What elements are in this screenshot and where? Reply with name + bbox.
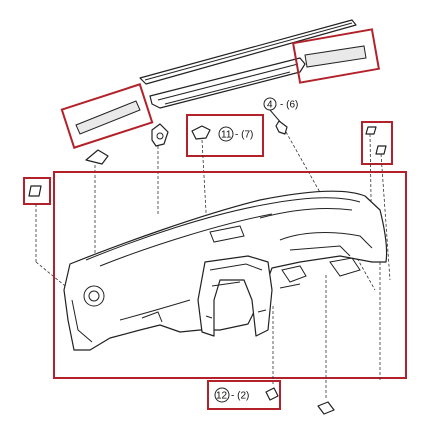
side-bracket	[151, 123, 169, 215]
callout-12: 12 - (2)	[214, 387, 279, 403]
highlight-left-clip[interactable]	[23, 177, 51, 205]
bolt-icon	[275, 120, 288, 135]
highlight-callout-11[interactable]	[186, 114, 264, 157]
screw-icon	[265, 387, 279, 401]
right-defroster-pad	[304, 45, 367, 68]
highlight-callout-12[interactable]	[207, 380, 281, 410]
callout-4-number: 4	[267, 100, 273, 111]
right-brace	[279, 257, 361, 289]
callout-11-circle	[218, 126, 234, 142]
defroster-garnish-strip	[139, 19, 357, 85]
left-defroster-pad	[75, 100, 141, 135]
callout-11-qty: - (7)	[235, 130, 253, 141]
center-support-frame	[197, 255, 273, 337]
defroster-nozzle	[149, 57, 306, 109]
callout-12-qty: - (2)	[231, 391, 249, 402]
highlight-left-defroster-pad[interactable]	[60, 83, 154, 149]
right-clip-upper-icon	[365, 126, 377, 135]
callout-4-qty: - (6)	[280, 100, 298, 111]
highlight-right-defroster-pad[interactable]	[291, 28, 381, 84]
callout-12-number: 12	[216, 391, 228, 402]
right-clip-lower-icon	[375, 145, 387, 155]
left-vent-icon	[83, 285, 105, 307]
callout-12-circle	[214, 387, 230, 403]
callout-11-number: 11	[221, 130, 232, 141]
clip-icon	[191, 125, 211, 140]
left-clip-icon	[28, 185, 42, 197]
highlight-instrument-panel[interactable]	[53, 171, 407, 379]
highlight-right-clips[interactable]	[361, 121, 393, 165]
bottom-clip-icon	[317, 401, 335, 415]
